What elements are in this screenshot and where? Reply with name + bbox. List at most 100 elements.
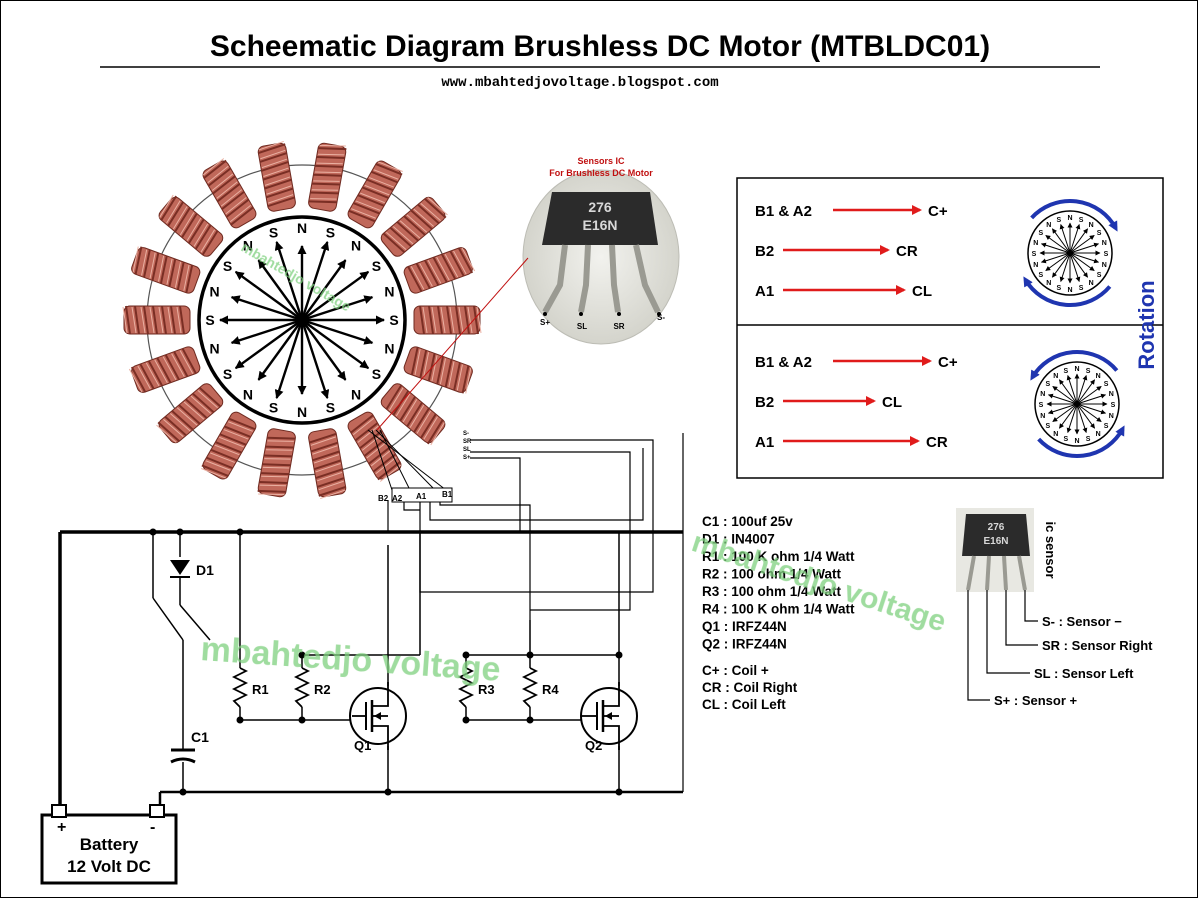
rotor-arrow: [234, 319, 303, 370]
svg-text:S: S: [1104, 423, 1109, 430]
resistor-r3: R3: [457, 667, 495, 708]
sensor-ic-marking-1: 276: [588, 199, 612, 215]
conn-label-a2: A2: [392, 494, 403, 503]
svg-text:S: S: [1086, 436, 1091, 443]
stator-coil: [202, 158, 257, 229]
parts-list-item: R1 : 100 K ohm 1/4 Watt: [702, 549, 855, 564]
sensor-ic-leg-3: [609, 244, 621, 313]
conn-label-b1: B1: [442, 490, 453, 499]
pole-label: S: [223, 258, 232, 274]
r4-label: R4: [542, 682, 559, 697]
sensor-ic-caption-1: Sensors IC: [577, 156, 625, 166]
ic-pin-s-minus: S- : Sensor −: [1042, 614, 1122, 629]
stator-coil: [156, 383, 224, 444]
rotor-arrow: [234, 270, 303, 321]
pole-label: N: [243, 386, 253, 402]
mosfets: Q1 Q2: [349, 682, 638, 753]
site-url: www.mbahtedjovoltage.blogspot.com: [441, 75, 718, 91]
legend-item: CR : Coil Right: [702, 680, 798, 695]
ic-pin-sl: SL : Sensor Left: [1034, 666, 1134, 681]
svg-text:S: S: [1064, 368, 1069, 375]
capacitor-c1: C1: [170, 729, 209, 764]
svg-text:S: S: [1104, 251, 1109, 258]
wire-label-sr: SR: [463, 439, 472, 445]
svg-text:S: S: [1086, 368, 1091, 375]
svg-text:N: N: [1074, 366, 1079, 373]
pole-label: N: [209, 284, 219, 300]
legend-item: CL : Coil Left: [702, 697, 786, 712]
sensor-ic-photo: Sensors IC For Brushless DC Motor 276 E1…: [376, 156, 680, 431]
sensor-ic-caption-2: For Brushless DC Motor: [549, 168, 653, 178]
q2-label: Q2: [585, 738, 602, 753]
rotation-label: Rotation: [1134, 280, 1159, 369]
svg-text:N: N: [1067, 287, 1072, 294]
pole-label: S: [205, 312, 214, 328]
pole-label: S: [326, 399, 335, 415]
stator-coil: [308, 428, 347, 500]
ic-pin-s-plus: S+ : Sensor +: [994, 693, 1077, 708]
svg-text:S: S: [1097, 272, 1102, 279]
conn-label-a1: A1: [416, 492, 427, 501]
stator-coil: [131, 246, 201, 294]
stator-coil: [128, 346, 201, 393]
rotation-row-to: CL: [912, 283, 932, 300]
svg-text:S: S: [1032, 251, 1037, 258]
rotor-arrow: [300, 241, 330, 321]
svg-text:S: S: [1046, 423, 1051, 430]
stator-coil: [347, 411, 402, 482]
sensor-ic-body: [542, 192, 658, 245]
sensor-ic-leg-2: [578, 244, 591, 313]
pole-label: S: [372, 258, 381, 274]
ic-sensor-marking-1: 276: [988, 522, 1005, 533]
svg-text:N: N: [1096, 431, 1101, 438]
pole-label: N: [351, 238, 361, 254]
parts-list-item: R2 : 100 ohm 1/4 Watt: [702, 567, 842, 582]
rotor-arrow: [301, 295, 374, 322]
rotation-row-from: A1: [755, 434, 774, 451]
parts-list-item: R3 : 100 ohm 1/4 Watt: [702, 584, 842, 599]
stator-coil: [380, 383, 446, 446]
r2-label: R2: [314, 682, 331, 697]
stator-coil: [257, 428, 296, 498]
rotation-row-to: C+: [928, 203, 948, 220]
d1-label: D1: [196, 562, 214, 578]
svg-text:N: N: [1040, 413, 1045, 420]
diode-d1: D1: [170, 560, 214, 578]
svg-text:N: N: [1102, 262, 1107, 269]
circuit-junctions: [149, 528, 623, 796]
rotation-row-to: CL: [882, 394, 902, 411]
svg-text:N: N: [1067, 215, 1072, 222]
svg-text:N: N: [1074, 438, 1079, 445]
resistor-r4: R4: [521, 667, 559, 708]
pole-label: S: [223, 366, 232, 382]
rotor-arrow: [230, 318, 303, 345]
parts-list-item: Q1 : IRFZ44N: [702, 619, 787, 634]
rotor-arrow: [274, 241, 304, 321]
svg-text:N: N: [1033, 262, 1038, 269]
r3-label: R3: [478, 682, 495, 697]
rotor-arrow: [301, 270, 370, 321]
pole-label: S: [269, 225, 278, 241]
pole-label: S: [269, 399, 278, 415]
driver-circuit: [58, 429, 684, 808]
mosfet-q2: Q2: [580, 682, 638, 753]
wire-label-s-plus: S+: [463, 455, 471, 461]
svg-text:N: N: [1096, 373, 1101, 380]
ic-sensor-marking-2: E16N: [983, 536, 1008, 547]
mosfet-q1: Q1: [349, 682, 407, 753]
svg-text:N: N: [1046, 280, 1051, 287]
rotor-field-arrows: [219, 241, 385, 399]
rotation-row-to: CR: [926, 434, 948, 451]
svg-text:S: S: [1057, 285, 1062, 292]
wire-label-sl: SL: [463, 447, 471, 453]
rotation-row-from: A1: [755, 283, 774, 300]
svg-text:N: N: [1102, 240, 1107, 247]
svg-text:N: N: [1109, 391, 1114, 398]
svg-text:S: S: [1039, 402, 1044, 409]
q1-label: Q1: [354, 738, 371, 753]
rotation-row-from: B1 & A2: [755, 354, 812, 371]
rotor-arrow: [257, 319, 303, 381]
